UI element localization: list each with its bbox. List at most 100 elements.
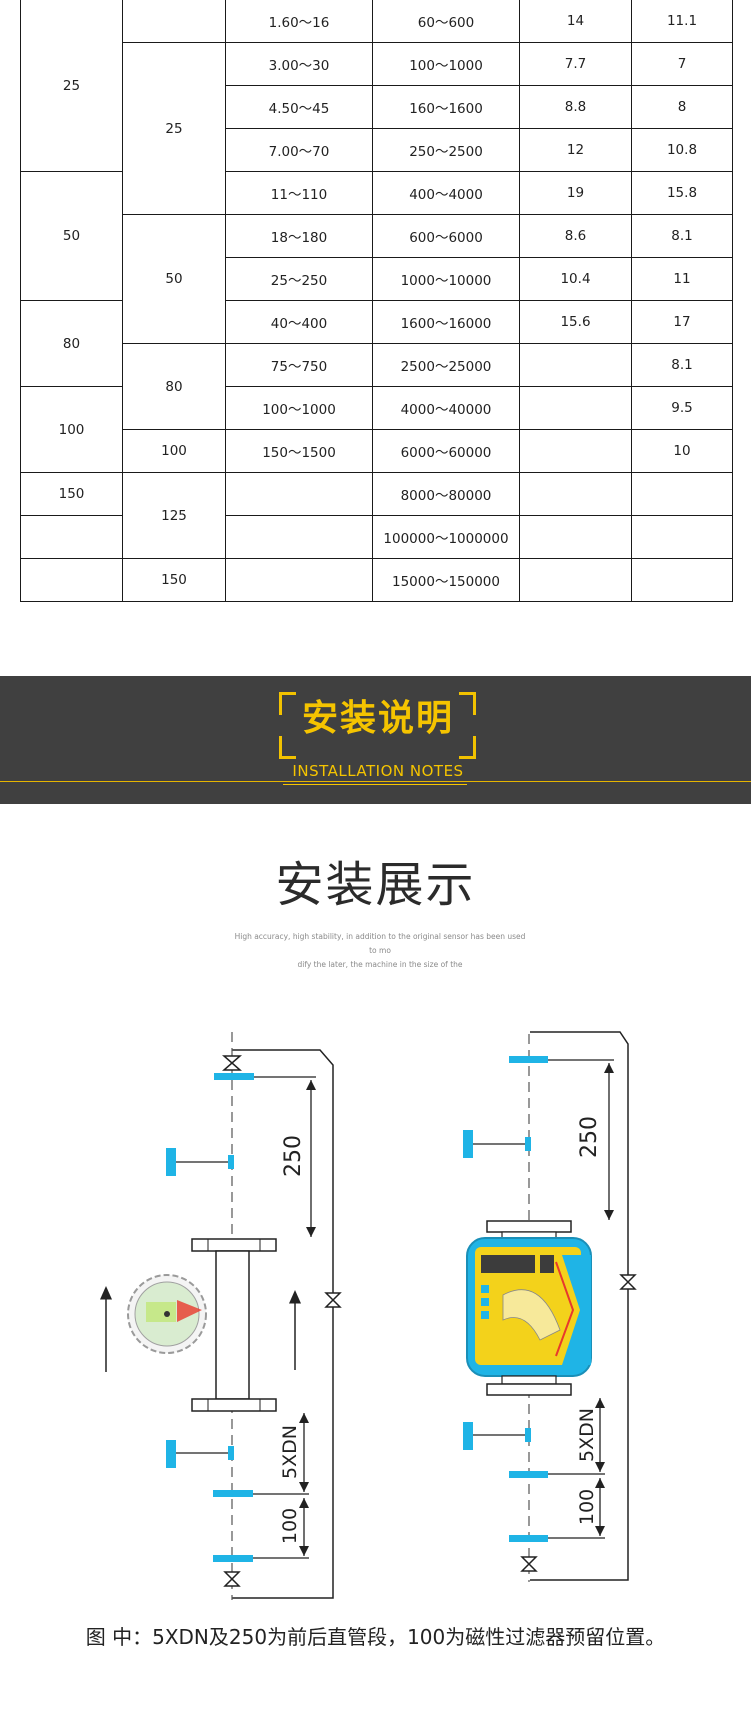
table-cell: 2500～25000 bbox=[372, 343, 520, 387]
table-cell: 8.8 bbox=[519, 85, 632, 129]
table-cell: 400～4000 bbox=[372, 171, 520, 215]
dimension-label: 100 bbox=[279, 1508, 301, 1544]
table-cell: 19 bbox=[519, 171, 632, 215]
table-cell: 1.60～16 bbox=[225, 0, 373, 43]
table-cell: 160～1600 bbox=[372, 85, 520, 129]
table-cell bbox=[519, 558, 632, 602]
dimension-label: 100 bbox=[576, 1489, 598, 1525]
pipe-flange bbox=[213, 1555, 253, 1562]
table-cell bbox=[20, 515, 123, 559]
flowmeter-flange bbox=[486, 1375, 572, 1396]
flowmeter-body bbox=[191, 1238, 277, 1412]
valve-icon bbox=[324, 1292, 342, 1308]
table-cell: 40～400 bbox=[225, 300, 373, 344]
table-cell: 80 bbox=[20, 300, 123, 387]
table-cell: 11.1 bbox=[631, 0, 733, 43]
install-description-line: dify the later, the machine in the size … bbox=[297, 960, 463, 969]
table-cell: 25 bbox=[122, 42, 226, 215]
table-cell: 25～250 bbox=[225, 257, 373, 301]
magnetic-filter bbox=[463, 1422, 531, 1450]
table-cell: 60～600 bbox=[372, 0, 520, 43]
table-cell: 1000～10000 bbox=[372, 257, 520, 301]
magnetic-filter bbox=[463, 1130, 531, 1158]
pipe-flange bbox=[509, 1056, 548, 1063]
table-cell: 100 bbox=[20, 386, 123, 473]
valve-icon bbox=[222, 1055, 242, 1071]
table-cell: 18～180 bbox=[225, 214, 373, 258]
table-cell: 8000～80000 bbox=[372, 472, 520, 516]
table-cell: 8.6 bbox=[519, 214, 632, 258]
pipe-flange bbox=[509, 1535, 548, 1542]
table-cell: 6000～60000 bbox=[372, 429, 520, 473]
dimension-label: 5XDN bbox=[576, 1408, 598, 1462]
table-cell: 7 bbox=[631, 42, 733, 86]
table-cell: 100000～1000000 bbox=[372, 515, 520, 559]
table-cell: 8.1 bbox=[631, 343, 733, 387]
table-cell bbox=[519, 343, 632, 387]
table-cell: 600～6000 bbox=[372, 214, 520, 258]
table-cell: 125 bbox=[122, 472, 226, 559]
table-cell bbox=[631, 558, 733, 602]
table-cell: 15.8 bbox=[631, 171, 733, 215]
table-cell bbox=[519, 472, 632, 516]
table-cell: 10.4 bbox=[519, 257, 632, 301]
table-cell: 250～2500 bbox=[372, 128, 520, 172]
table-cell bbox=[225, 515, 373, 559]
table-row: 100000～1000000 bbox=[20, 515, 733, 559]
table-cell: 4000～40000 bbox=[372, 386, 520, 430]
table-cell: 80 bbox=[122, 343, 226, 430]
left-installation-diagram: 250 5XDN 100 bbox=[100, 1032, 342, 1600]
table-cell: 150 bbox=[20, 472, 123, 516]
banner-divider bbox=[0, 781, 751, 782]
table-cell bbox=[519, 386, 632, 430]
table-cell: 1600～16000 bbox=[372, 300, 520, 344]
table-cell bbox=[631, 472, 733, 516]
table-cell: 100 bbox=[122, 429, 226, 473]
bracket-corner-decoration bbox=[279, 736, 296, 759]
bracket-corner-decoration bbox=[459, 736, 476, 759]
installation-diagram: 250 5XDN 100 bbox=[100, 1031, 637, 1600]
table-cell: 50 bbox=[20, 171, 123, 301]
table-cell: 75～750 bbox=[225, 343, 373, 387]
table-cell: 3.00～30 bbox=[225, 42, 373, 86]
table-cell: 10.8 bbox=[631, 128, 733, 172]
table-cell: 50 bbox=[122, 214, 226, 344]
bracket-corner-decoration bbox=[279, 692, 296, 715]
pipe-flange bbox=[213, 1490, 253, 1497]
table-cell: 7.7 bbox=[519, 42, 632, 86]
diagram-caption: 图 中：5XDN及250为前后直管段，100为磁性过滤器预留位置。 bbox=[85, 1625, 666, 1649]
dimension-label: 5XDN bbox=[279, 1425, 301, 1479]
right-installation-diagram: 250 5XDN 100 bbox=[463, 1031, 637, 1582]
table-cell: 150 bbox=[122, 558, 226, 602]
pipe-flange bbox=[214, 1073, 254, 1080]
table-cell bbox=[225, 558, 373, 602]
section-banner bbox=[0, 676, 751, 804]
magnetic-filter bbox=[166, 1148, 234, 1176]
table-cell: 150～1500 bbox=[225, 429, 373, 473]
table-cell: 7.00～70 bbox=[225, 128, 373, 172]
table-cell bbox=[519, 515, 632, 559]
table-cell bbox=[122, 0, 226, 43]
table-cell: 11 bbox=[631, 257, 733, 301]
install-description: High accuracy, high stability, in additi… bbox=[230, 930, 530, 972]
pipe-flange bbox=[509, 1471, 548, 1478]
table-cell: 12 bbox=[519, 128, 632, 172]
valve-icon bbox=[520, 1556, 538, 1572]
metal-tube-flowmeter bbox=[466, 1237, 592, 1377]
banner-title: 安装说明 bbox=[301, 698, 454, 739]
table-cell: 15.6 bbox=[519, 300, 632, 344]
table-row: 150 15000～150000 bbox=[20, 558, 733, 602]
table-cell: 10 bbox=[631, 429, 733, 473]
magnetic-filter bbox=[166, 1440, 234, 1468]
valve-icon bbox=[619, 1274, 637, 1290]
table-cell: 15000～150000 bbox=[372, 558, 520, 602]
